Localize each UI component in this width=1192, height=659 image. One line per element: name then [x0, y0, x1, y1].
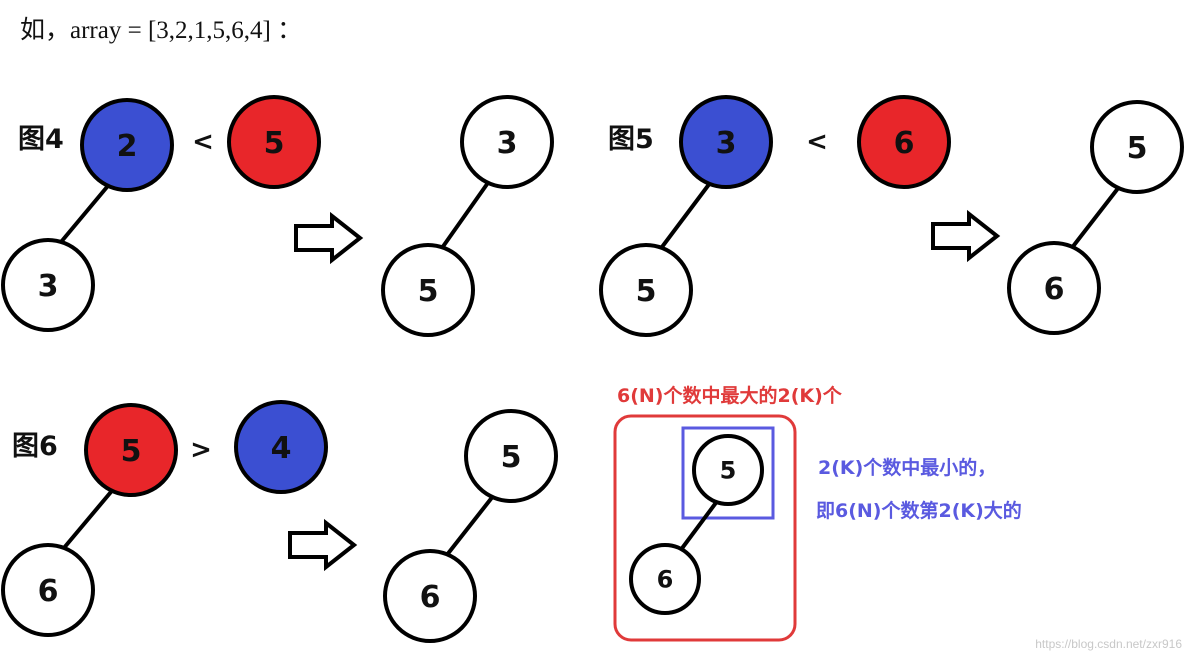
result-highlight-frame [681, 426, 775, 520]
fig5-before-root-node-label: 3 [716, 126, 737, 161]
fig5-before-child-node-label: 5 [636, 274, 657, 309]
fig5-before-child-node [599, 243, 693, 337]
fig4-compare-op: < [192, 127, 214, 157]
fig6-compare-node [234, 400, 328, 494]
fig4-after-child-node-label: 5 [418, 274, 439, 309]
fig6-compare-op: > [190, 435, 212, 465]
fig4-compare-node-label: 5 [264, 126, 285, 161]
result-root-node-label: 5 [720, 457, 737, 485]
fig5-after-edge [1062, 176, 1128, 260]
fig5-after-child-node-label: 6 [1044, 272, 1065, 307]
fig6-after-root-node-label: 5 [501, 440, 522, 475]
fig5-compare-node [857, 95, 951, 189]
fig5-after-root-node [1090, 100, 1184, 194]
fig4-before-root-node-label: 2 [117, 129, 138, 164]
header-text: 如，array = [3,2,1,5,6,4] ： [20, 17, 303, 44]
fig4-compare-node [227, 95, 321, 189]
fig6-arrow [288, 518, 358, 572]
fig4-after-root-node-label: 3 [497, 126, 518, 161]
fig6-after-edge [437, 484, 503, 567]
fig5-before-edge [654, 173, 718, 257]
fig4-after-root-node [460, 95, 554, 189]
figure-6-label: 图6 [12, 431, 58, 462]
result-note-line2: 即6(N)个数第2(K)大的 [816, 500, 1022, 522]
fig4-before-child-node-label: 3 [38, 269, 59, 304]
fig5-arrow [931, 209, 1001, 263]
fig4-before-root-node [80, 98, 174, 192]
result-root-node [692, 434, 764, 506]
fig6-after-child-node [383, 549, 477, 643]
fig5-compare-node-label: 6 [894, 126, 915, 161]
result-edge [678, 498, 720, 553]
result-title: 6(N)个数中最大的2(K)个 [617, 385, 842, 407]
result-frame [613, 414, 797, 642]
fig6-after-root-node [464, 409, 558, 503]
fig6-before-root-node-label: 5 [121, 434, 142, 469]
fig4-before-child-node [1, 238, 95, 332]
result-child-node [629, 543, 701, 615]
fig4-arrow [294, 211, 364, 265]
fig5-after-child-node [1007, 241, 1101, 335]
watermark: https://blog.csdn.net/zxr916 [1035, 637, 1182, 651]
fig5-compare-op: < [806, 127, 828, 157]
fig6-before-child-node [1, 543, 95, 637]
fig6-before-root-node [84, 403, 178, 497]
fig6-compare-node-label: 4 [271, 431, 292, 466]
fig4-after-child-node [381, 243, 475, 337]
fig6-after-child-node-label: 6 [420, 580, 441, 615]
figure-5-label: 图5 [608, 124, 654, 155]
figure-4-label: 图4 [18, 124, 64, 155]
result-child-node-label: 6 [657, 566, 674, 594]
fig6-before-child-node-label: 6 [38, 574, 59, 609]
fig5-before-root-node [679, 95, 773, 189]
fig6-before-edge [56, 478, 123, 557]
fig5-after-root-node-label: 5 [1127, 131, 1148, 166]
result-note-line1: 2(K)个数中最小的， [818, 457, 997, 479]
